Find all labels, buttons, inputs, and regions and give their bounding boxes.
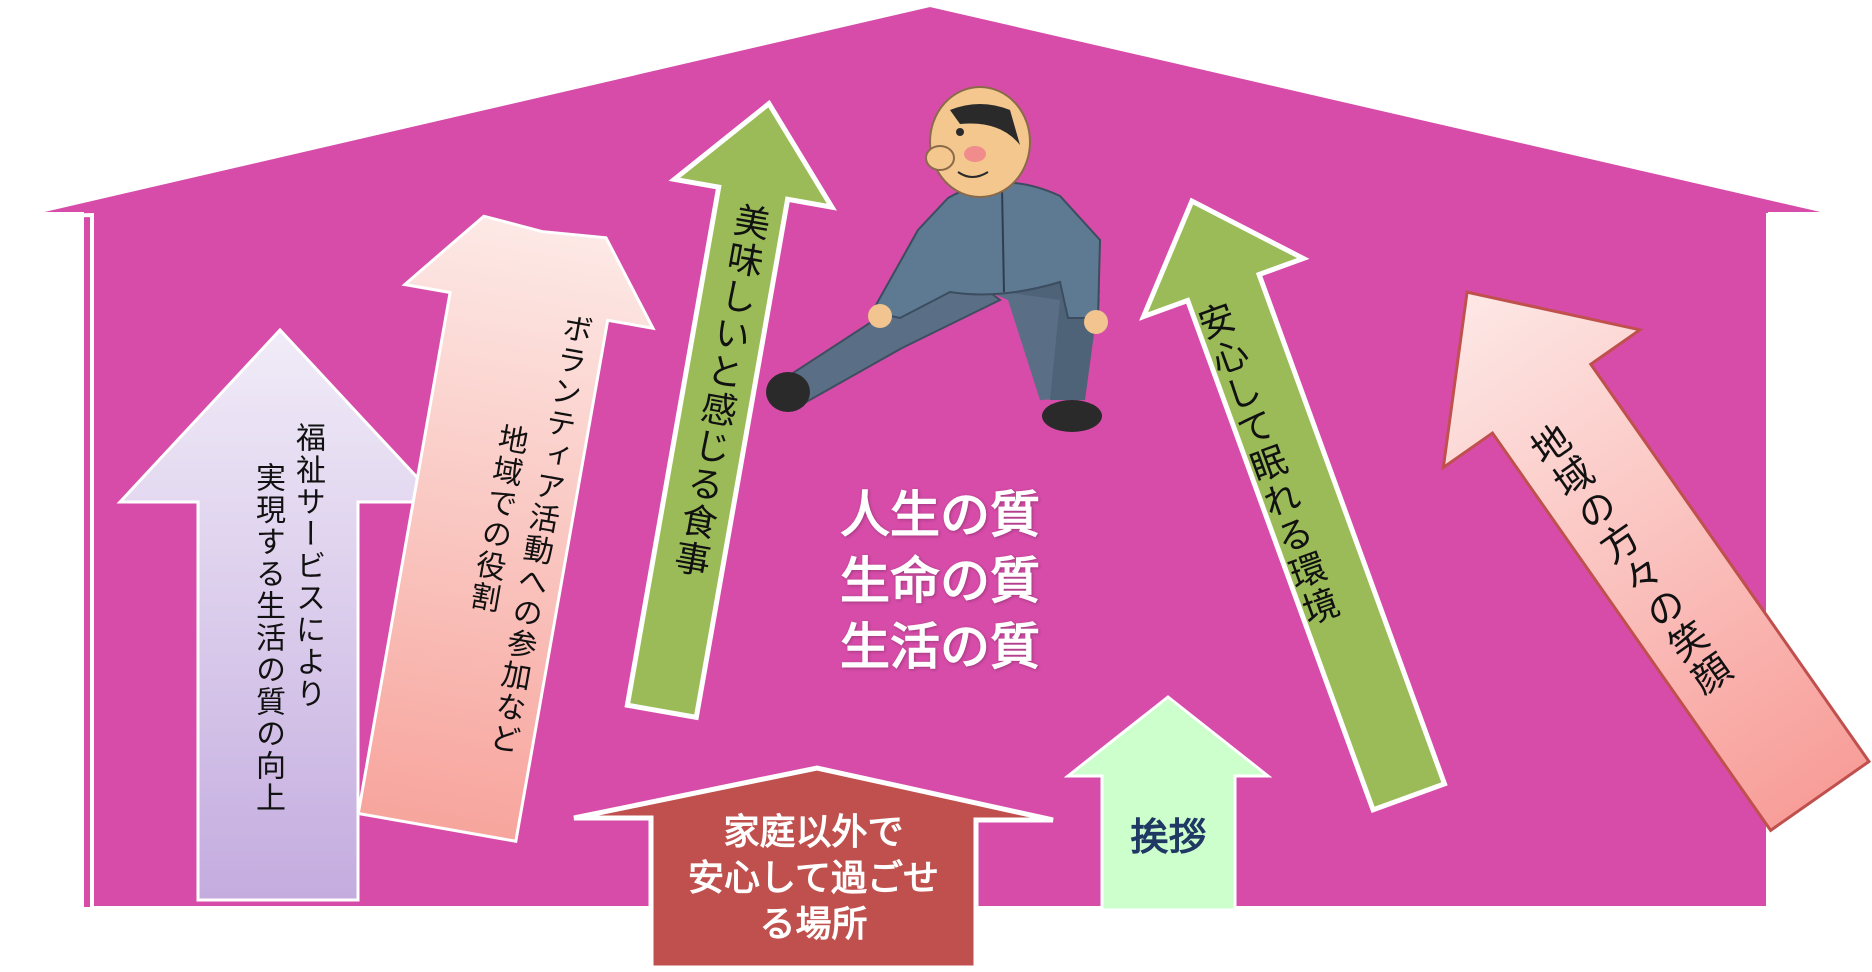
smile-arrow <box>1441 290 1872 833</box>
place-label: 家庭以外で 安心して過ごせ る場所 <box>651 810 976 948</box>
sleep-arrow <box>1138 197 1448 814</box>
place-box <box>573 765 1054 971</box>
greeting-arrow <box>1063 695 1273 912</box>
quality-line-vitality: 生命の質 <box>840 552 1040 610</box>
place-line-3: る場所 <box>759 904 868 945</box>
elderly-man-illustration <box>766 86 1108 432</box>
volunteer-arrow <box>356 214 656 843</box>
quality-of-life-label: 人生の質 生命の質 生活の質 <box>790 482 1090 680</box>
welfare-line-1: 福祉サービスにより <box>290 422 325 710</box>
place-line-1: 家庭以外で <box>723 812 904 853</box>
place-line-2: 安心して過ごせ <box>688 858 939 899</box>
meal-arrow <box>624 99 837 721</box>
welfare-arrow-text: 福祉サービスにより 実現する生活の質の向上 <box>234 422 330 862</box>
greeting-label: 挨拶 <box>1130 815 1207 859</box>
welfare-line-2: 実現する生活の質の向上 <box>250 462 285 814</box>
welfare-arrow <box>116 327 444 902</box>
quality-line-life: 人生の質 <box>840 486 1040 544</box>
quality-line-living: 生活の質 <box>840 618 1040 676</box>
